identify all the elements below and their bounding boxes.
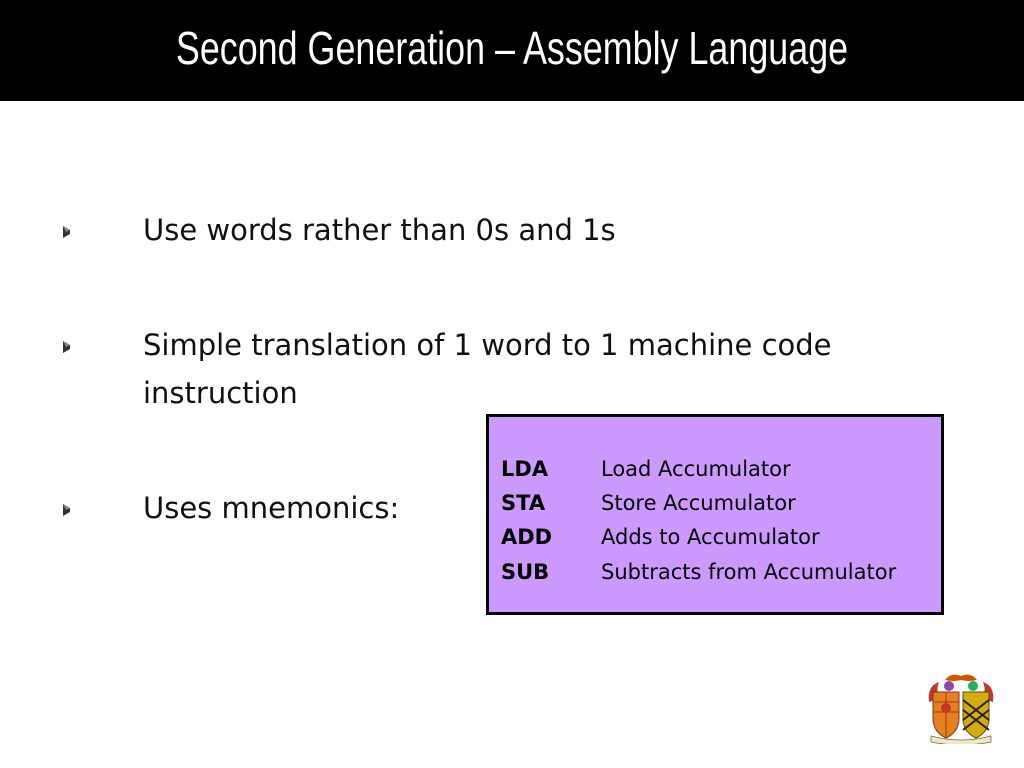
bullet-icon <box>63 226 70 238</box>
mnemonic-description: Subtracts from Accumulator <box>601 560 897 584</box>
slide-title: Second Generation – Assembly Language <box>175 22 849 74</box>
bullet-icon <box>63 341 70 353</box>
mnemonic-code: ADD <box>501 525 553 549</box>
bullet-text-2-line-1: Simple translation of 1 word to 1 machin… <box>143 328 832 362</box>
bullet-icon <box>63 504 70 516</box>
mnemonic-description: Adds to Accumulator <box>601 525 820 549</box>
bullet-text-3: Uses mnemonics: <box>143 491 400 525</box>
mnemonic-description: Store Accumulator <box>601 491 796 515</box>
bullet-text-1: Use words rather than 0s and 1s <box>143 213 616 247</box>
mnemonic-code: LDA <box>501 457 549 481</box>
school-crest-icon <box>928 674 994 744</box>
mnemonic-code: STA <box>501 491 546 515</box>
mnemonic-description: Load Accumulator <box>601 457 791 481</box>
title-bar: Second Generation – Assembly Language <box>0 0 1024 101</box>
bullet-text-2-line-2: instruction <box>143 376 298 410</box>
mnemonic-code: SUB <box>501 560 550 584</box>
mnemonics-box: LDA Load Accumulator STA Store Accumulat… <box>486 414 944 615</box>
